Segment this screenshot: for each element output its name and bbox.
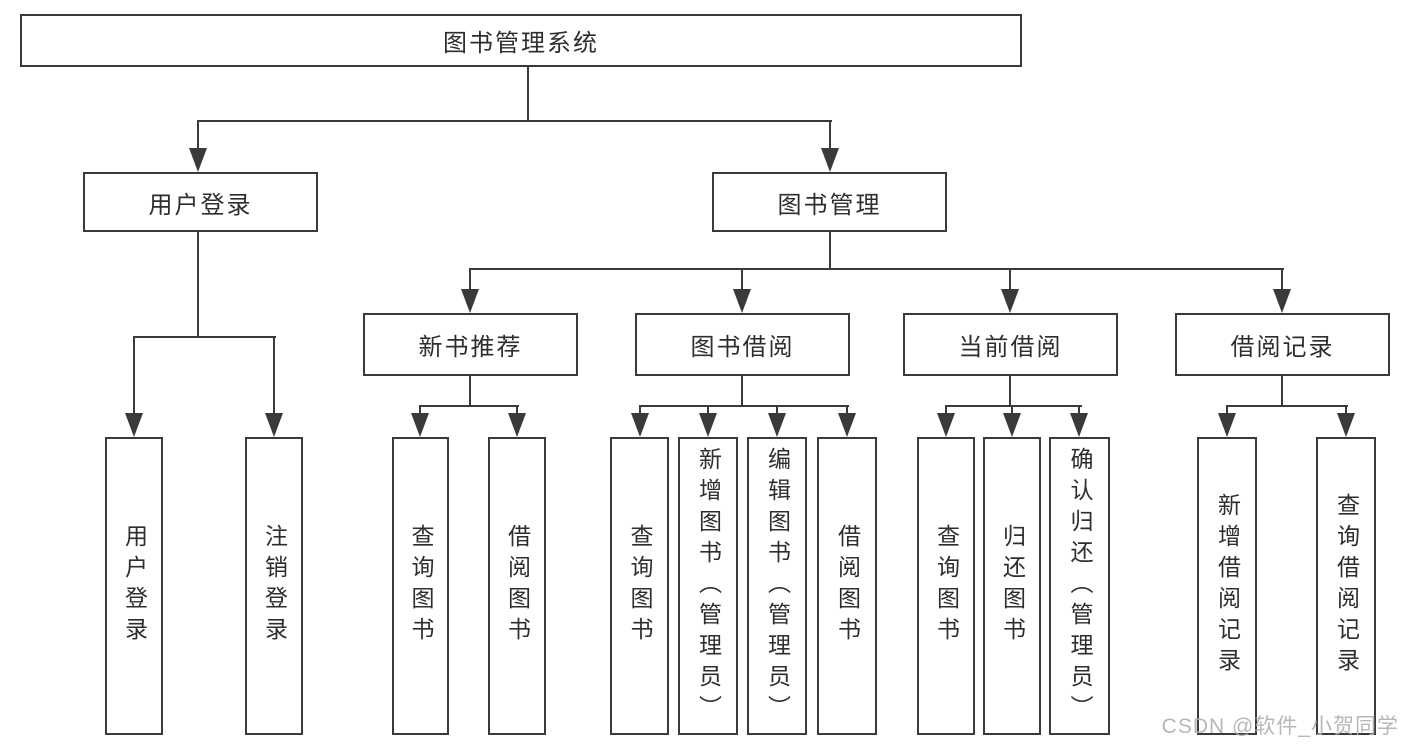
watermark: CSDN @软件_小贺同学	[1161, 715, 1399, 738]
connector-stem-add-borrow-record	[1226, 405, 1228, 415]
leaf-borrow-books: 借阅图书	[817, 437, 877, 735]
connector-stem-query-borrow-record	[1345, 405, 1347, 415]
leaf-user-login: 用户登录	[105, 437, 163, 735]
arrowhead-down-add-borrow-record	[1218, 413, 1236, 437]
connector-current-borrow-trunk2	[1009, 376, 1011, 407]
arrowhead-down-borrow-books-recommend	[508, 413, 526, 437]
arrowhead-down-edit-book-admin	[768, 413, 786, 437]
connector-book-borrow-trunk2	[741, 376, 743, 407]
connector-stem-book-borrow	[741, 268, 743, 291]
arrowhead-down-query-books-borrow	[631, 413, 649, 437]
arrowhead-down-query-borrow-record	[1337, 413, 1355, 437]
node-root: 图书管理系统	[20, 14, 1022, 67]
node-book-borrow: 图书借阅	[635, 313, 850, 376]
connector-book-management-trunk	[829, 232, 831, 270]
node-borrow-records: 借阅记录	[1175, 313, 1390, 376]
leaf-confirm-return-admin: 确认归还（管理员）	[1049, 437, 1110, 735]
arrowhead-down-user-login	[189, 148, 207, 172]
connector-stem-current-borrow	[1009, 268, 1011, 291]
leaf-query-books-borrow-label: 查询图书	[627, 524, 653, 648]
arrowhead-down-query-books-recommend	[411, 413, 429, 437]
node-borrow-records-label: 借阅记录	[1230, 334, 1335, 361]
leaf-return-book: 归还图书	[983, 437, 1041, 735]
arrowhead-down-confirm-return-admin	[1070, 413, 1088, 437]
connector-stem-borrow-records	[1281, 268, 1283, 291]
leaf-query-books-current: 查询图书	[917, 437, 975, 735]
leaf-query-books-recommend-label: 查询图书	[408, 524, 434, 648]
arrowhead-down-query-books-current	[937, 413, 955, 437]
connector-stem-new-book-recommend	[469, 268, 471, 291]
leaf-add-book-admin: 新增图书（管理员）	[678, 437, 738, 735]
node-new-book-recommend: 新书推荐	[363, 313, 578, 376]
connector-stem-borrow-books	[846, 405, 848, 415]
connector-stem-return-book	[1011, 405, 1013, 415]
arrowhead-down-borrow-records	[1273, 289, 1291, 313]
leaf-add-book-admin-label: 新增图书（管理员）	[695, 446, 722, 726]
arrowhead-down-leaf-logout	[265, 413, 283, 437]
node-book-borrow-label: 图书借阅	[690, 334, 795, 361]
connector-stem-book-management	[829, 120, 831, 150]
connector-stem-query-books-borrow	[639, 405, 641, 415]
node-book-management: 图书管理	[712, 172, 947, 232]
leaf-edit-book-admin: 编辑图书（管理员）	[747, 437, 807, 735]
leaf-query-borrow-record-label: 查询借阅记录	[1333, 493, 1360, 679]
arrowhead-down-current-borrow	[1001, 289, 1019, 313]
leaf-user-login-label: 用户登录	[121, 524, 148, 648]
arrowhead-down-book-management	[821, 148, 839, 172]
arrowhead-down-borrow-books	[838, 413, 856, 437]
connector-root-trunk	[527, 67, 529, 122]
node-root-label: 图书管理系统	[443, 30, 599, 57]
connector-stem-borrow-books-recommend	[516, 405, 518, 415]
leaf-confirm-return-admin-label: 确认归还（管理员）	[1067, 446, 1093, 726]
connector-recommend-trunk	[469, 376, 471, 407]
leaf-return-book-label: 归还图书	[999, 524, 1026, 648]
connector-stem-leaf-logout	[273, 336, 275, 415]
node-book-management-label: 图书管理	[777, 191, 882, 219]
node-new-book-recommend-label: 新书推荐	[418, 334, 523, 361]
connector-borrow-records-trunk2	[1281, 376, 1283, 407]
leaf-edit-book-admin-label: 编辑图书（管理员）	[764, 446, 791, 726]
connector-stem-user-login	[197, 120, 199, 150]
connector-stem-leaf-user-login	[133, 336, 135, 415]
arrowhead-down-add-book-admin	[699, 413, 717, 437]
node-user-login-label: 用户登录	[148, 191, 253, 219]
connector-root-horizontal	[197, 120, 832, 122]
leaf-borrow-books-recommend: 借阅图书	[488, 437, 546, 735]
connector-stem-confirm-return-admin	[1078, 405, 1080, 415]
arrowhead-down-return-book	[1003, 413, 1021, 437]
leaf-query-borrow-record: 查询借阅记录	[1316, 437, 1376, 735]
leaf-borrow-books-recommend-label: 借阅图书	[504, 524, 531, 648]
connector-stem-query-books-current	[945, 405, 947, 415]
connector-book-borrow-horizontal	[639, 405, 849, 407]
arrowhead-down-book-borrow	[733, 289, 751, 313]
connector-user-login-trunk	[197, 232, 199, 338]
connector-book-management-horizontal	[469, 268, 1284, 270]
connector-stem-edit-book-admin	[776, 405, 778, 415]
leaf-query-books-current-label: 查询图书	[933, 524, 960, 648]
leaf-logout: 注销登录	[245, 437, 303, 735]
leaf-add-borrow-record: 新增借阅记录	[1197, 437, 1257, 735]
node-current-borrow-label: 当前借阅	[958, 334, 1063, 361]
connector-stem-query-books-recommend	[419, 405, 421, 415]
arrowhead-down-new-book-recommend	[461, 289, 479, 313]
leaf-borrow-books-label: 借阅图书	[834, 524, 861, 648]
leaf-query-books-borrow: 查询图书	[610, 437, 669, 735]
connector-stem-add-book-admin	[707, 405, 709, 415]
arrowhead-down-leaf-user-login	[125, 413, 143, 437]
connector-recommend-horizontal	[419, 405, 519, 407]
leaf-add-borrow-record-label: 新增借阅记录	[1214, 493, 1241, 679]
connector-current-borrow-horizontal	[945, 405, 1082, 407]
connector-borrow-records-horizontal	[1226, 405, 1348, 407]
connector-user-login-horizontal	[133, 336, 276, 338]
leaf-query-books-recommend: 查询图书	[392, 437, 449, 735]
node-user-login: 用户登录	[83, 172, 318, 232]
leaf-logout-label: 注销登录	[261, 524, 288, 648]
node-current-borrow: 当前借阅	[903, 313, 1118, 376]
